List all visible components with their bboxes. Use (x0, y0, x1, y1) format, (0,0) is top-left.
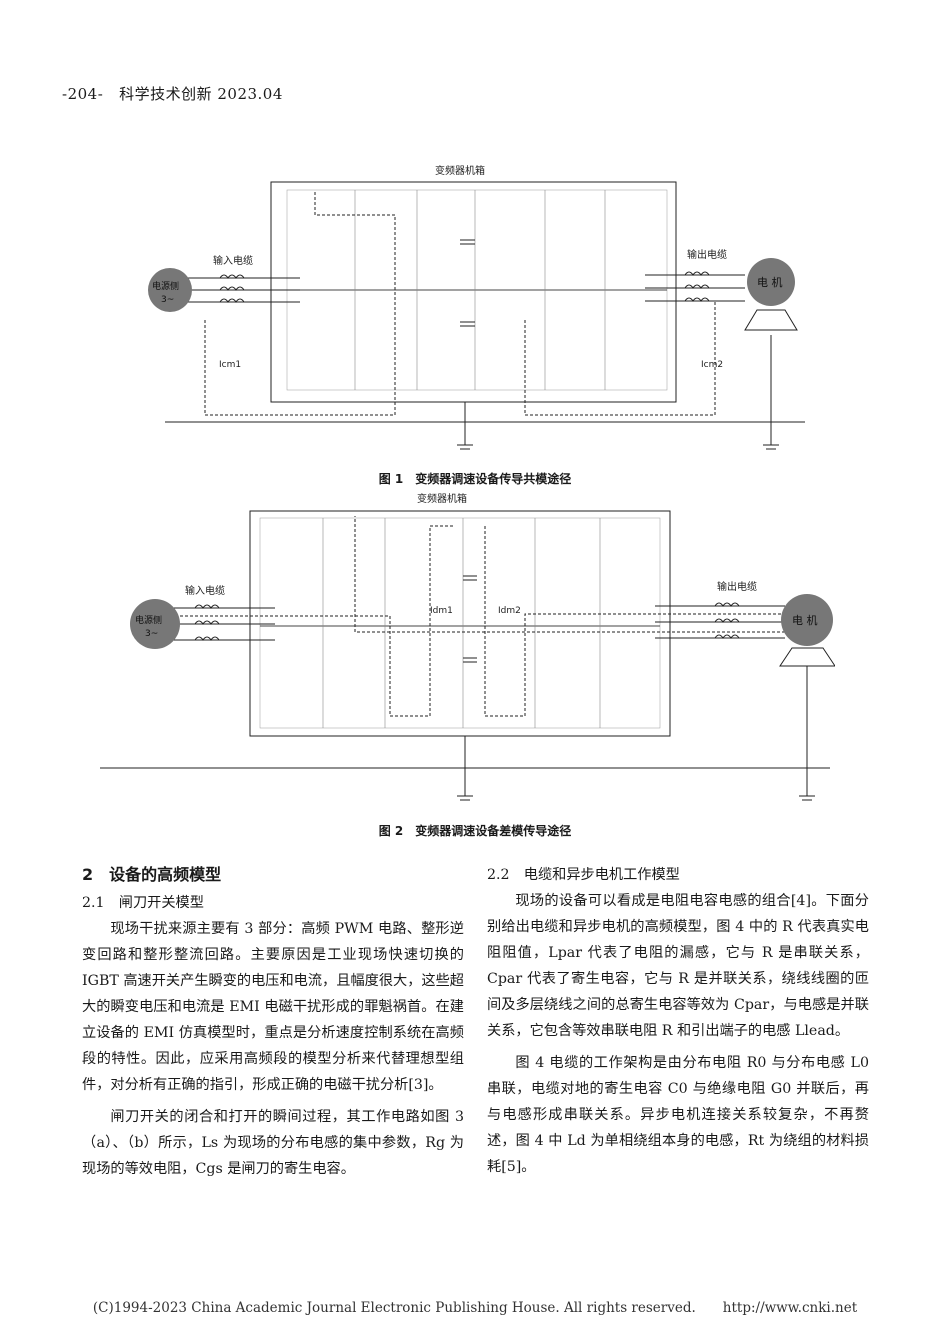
fig1-input-cable-label: 输入电缆 (213, 254, 253, 267)
subsection-2-2-title: 2.2 电缆和异步电机工作模型 (487, 867, 680, 883)
fig2-source-label: 电源侧 (135, 614, 162, 626)
fig2-output-cable-label: 输出电缆 (717, 580, 757, 593)
fig1-icm2-label: Icm2 (701, 360, 723, 370)
fig2-idm2-label: Idm2 (498, 606, 521, 616)
figure-2-caption: 图 2 变频器调速设备差模传导途径 (378, 824, 572, 838)
right-paragraph-1: 现场的设备可以看成是电阻电容电感的组合[4]。下面分别给出电缆和异步电机的高频模… (487, 893, 869, 1039)
subsection-2-1-title: 2.1 闸刀开关模型 (82, 895, 204, 911)
fig2-box-label: 变频器机箱 (417, 492, 467, 505)
fig1-output-cable-label: 输出电缆 (687, 248, 727, 261)
journal-name: 科学技术创新 2023.04 (119, 85, 283, 103)
section-title: 2 设备的高频模型 (82, 865, 222, 884)
left-column: 2 设备的高频模型 2.1 闸刀开关模型 现场干扰来源主要有 3 部分：高频 P… (82, 862, 464, 1182)
copyright-footer: (C)1994-2023 China Academic Journal Elec… (92, 1300, 858, 1316)
page-number: -204- (62, 85, 104, 103)
figure-1-diagram: 变频器机箱 输入电缆 输出电缆 电源侧 3~ 电 机 Icm1 Icm2 (148, 164, 805, 450)
igbt-grid (286, 189, 668, 391)
left-paragraph-2: 闸刀开关的闭合和打开的瞬间过程，其工作电路如图 3（a）、（b）所示，Ls 为现… (82, 1109, 464, 1177)
figure-2-diagram: 变频器机箱 输入电缆 输出电缆 电源侧 3~ 电 机 Idm1 Idm2 (100, 492, 835, 801)
right-paragraph-2: 图 4 电缆的工作架构是由分布电阻 R0 与分布电感 L0 串联，电缆对地的寄生… (487, 1055, 869, 1175)
fig2-motor-label: 电 机 (792, 613, 818, 627)
fig1-icm1-label: Icm1 (219, 360, 241, 370)
left-paragraph-1: 现场干扰来源主要有 3 部分：高频 PWM 电路、整形逆变回路和整形整流回路。主… (82, 921, 464, 1093)
inverter-box (270, 181, 677, 403)
page-header: -204- 科学技术创新 2023.04 (62, 83, 283, 104)
fig1-source-phase: 3~ (161, 295, 174, 305)
right-column: 2.2 电缆和异步电机工作模型 现场的设备可以看成是电阻电容电感的组合[4]。下… (487, 862, 869, 1180)
fig1-motor-label: 电 机 (757, 275, 783, 289)
fig1-source-label: 电源侧 (152, 280, 179, 292)
fig2-source-phase: 3~ (145, 629, 158, 639)
fig2-idm1-label: Idm1 (430, 606, 453, 616)
fig2-input-cable-label: 输入电缆 (185, 584, 225, 597)
fig1-box-label: 变频器机箱 (435, 164, 485, 177)
figure-1-caption: 图 1 变频器调速设备传导共模途径 (378, 472, 572, 486)
